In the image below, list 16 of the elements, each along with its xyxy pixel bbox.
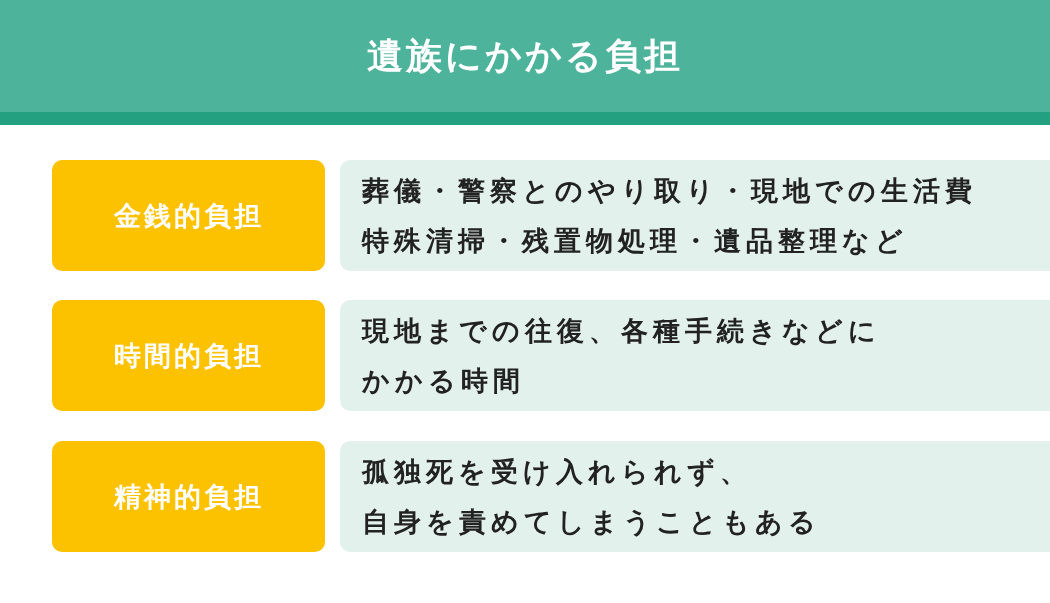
description-box	[340, 441, 1050, 552]
category-box	[52, 441, 325, 552]
category-label: 時間的負担	[113, 338, 264, 373]
description-text: 特殊清掃・残置物処理・遺品整理など	[362, 223, 909, 258]
description-box	[340, 160, 1050, 271]
description-text: 葬儀・警察とのやり取り・現地での生活費	[362, 173, 978, 208]
description-text: 自身を責めてしまうこともある	[362, 504, 822, 539]
category-box	[52, 300, 325, 411]
description-text: 現地までの往復、各種手続きなどに	[362, 313, 882, 348]
description-text: かかる時間	[362, 363, 526, 398]
category-label: 精神的負担	[113, 479, 264, 514]
title: 遺族にかかる負担	[367, 33, 683, 78]
category-box	[52, 160, 325, 271]
description-text: 孤独死を受け入れられず、	[362, 454, 753, 489]
description-box	[340, 300, 1050, 411]
category-label: 金銭的負担	[113, 198, 264, 233]
